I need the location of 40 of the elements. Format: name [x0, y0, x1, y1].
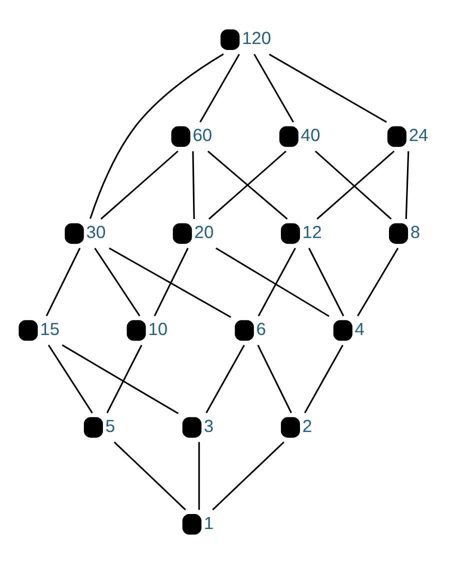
connector — [154, 247, 189, 316]
node-label: 30 — [86, 221, 106, 242]
node-label: 20 — [194, 221, 214, 242]
connector — [257, 344, 292, 413]
node-label: 10 — [148, 318, 168, 338]
connector — [46, 247, 81, 316]
connector — [308, 247, 344, 316]
connector — [198, 442, 200, 510]
node-label: 60 — [192, 124, 212, 145]
connector — [206, 344, 245, 413]
connector — [199, 53, 240, 122]
node-label: 15 — [40, 318, 60, 338]
connector — [100, 150, 178, 220]
node-label: 6 — [256, 318, 266, 338]
connector — [114, 440, 186, 510]
connector — [357, 247, 399, 316]
connector — [304, 344, 344, 413]
node-label: 1 — [204, 512, 214, 532]
node-label: 12 — [302, 221, 322, 242]
connector — [212, 440, 284, 510]
node-label: 40 — [300, 124, 320, 145]
connector — [108, 246, 232, 318]
connector — [62, 344, 179, 414]
connector — [258, 247, 296, 316]
connector — [254, 53, 294, 122]
node-label: 24 — [408, 124, 428, 145]
connector — [94, 247, 140, 316]
node-label: 8 — [410, 221, 420, 242]
connector — [192, 150, 195, 219]
node-label: 2 — [302, 415, 312, 436]
connector — [405, 150, 410, 219]
connector — [268, 53, 387, 122]
node-label: 4 — [354, 318, 365, 338]
node-label: 3 — [204, 415, 214, 436]
node-label: 120 — [242, 28, 272, 48]
node-label: 5 — [105, 415, 116, 436]
connector — [106, 344, 142, 413]
connector — [48, 344, 93, 413]
connector — [216, 246, 330, 316]
connector — [90, 52, 224, 218]
